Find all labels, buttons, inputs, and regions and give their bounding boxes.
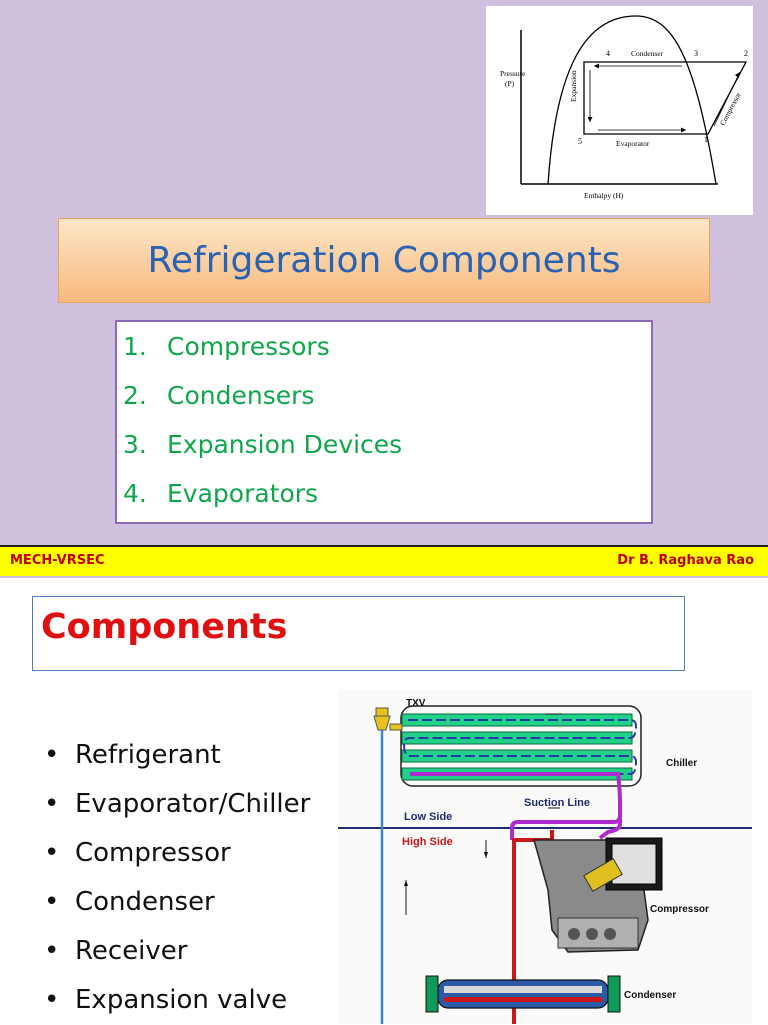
point-1: 1 (704, 135, 708, 144)
footer-institution: MECH-VRSEC (10, 553, 105, 568)
pressure-enthalpy-diagram: Pressure (P) Enthalpy (H) Condenser Evap… (486, 6, 753, 215)
cycle-path (583, 61, 748, 135)
saturation-dome (547, 15, 717, 185)
components-title: Components (41, 607, 288, 647)
condenser-label: Condenser (624, 990, 676, 1001)
list-item: • Condenser (44, 878, 310, 927)
bullet-icon: • (44, 936, 60, 966)
list-item: • Expansion valve (44, 976, 310, 1025)
item-number: 3. (123, 430, 147, 459)
evaporator-label: Evaporator (616, 139, 650, 148)
list-item: • Compressor (44, 829, 310, 878)
bullet-label: Evaporator/Chiller (75, 789, 311, 819)
bullet-label: Expansion valve (75, 985, 288, 1015)
point-2: 2 (744, 49, 748, 58)
footer-author: Dr B. Raghava Rao (617, 553, 754, 568)
item-number: 2. (123, 381, 147, 410)
bullet-icon: • (44, 789, 60, 819)
slide-1: Pressure (P) Enthalpy (H) Condenser Evap… (0, 0, 768, 578)
bullet-icon: • (44, 838, 60, 868)
chiller-label: Chiller (666, 758, 697, 769)
bullet-icon: • (44, 740, 60, 770)
bullet-list: • Refrigerant • Evaporator/Chiller • Compre… (44, 731, 310, 1025)
slide-footer: MECH-VRSEC Dr B. Raghava Rao (0, 545, 768, 576)
txv-valve: TXV (373, 698, 426, 731)
point-4: 4 (606, 49, 610, 58)
bullet-label: Refrigerant (75, 740, 221, 770)
item-label: Compressors (167, 332, 330, 361)
list-item: • Receiver (44, 927, 310, 976)
bullet-label: Condenser (75, 887, 215, 917)
txv-label: TXV (406, 698, 426, 709)
low-side-label: Low Side (404, 811, 452, 823)
compressor-label: Compressor (650, 904, 709, 915)
item-label: Expansion Devices (167, 430, 403, 459)
chiller-coil (400, 705, 642, 787)
expansion-label: Expansion (569, 70, 578, 102)
item-label: Evaporators (167, 479, 319, 508)
bullet-label: Receiver (75, 936, 188, 966)
list-item: 4. Evaporators (123, 475, 651, 524)
high-side-label: High Side (402, 836, 453, 848)
condenser-label: Condenser (631, 49, 664, 58)
suction-line-label: Suction Line (524, 797, 590, 809)
pressure-symbol: (P) (505, 79, 515, 88)
list-item: 1. Compressors (123, 328, 651, 377)
slide-title: Refrigeration Components (147, 240, 621, 281)
bullet-icon: • (44, 887, 60, 917)
refrigeration-system-schematic: TXV Chiller Suction Line Low Side High S… (338, 690, 752, 1024)
components-list: 1. Compressors 2. Condensers 3. Expansion D… (115, 320, 653, 524)
bullet-label: Compressor (75, 838, 231, 868)
components-title-box: Components (32, 596, 685, 671)
list-item: 3. Expansion Devices (123, 426, 651, 475)
point-3: 3 (694, 49, 698, 58)
pressure-label: Pressure (500, 69, 526, 78)
list-item: • Refrigerant (44, 731, 310, 780)
title-banner: Refrigeration Components (58, 218, 710, 303)
condenser-unit: Condenser (425, 975, 676, 1013)
item-number: 4. (123, 479, 147, 508)
item-label: Condensers (167, 381, 315, 410)
compressor-unit: Compressor (533, 837, 709, 953)
point-5: 5 (578, 137, 582, 146)
list-item: • Evaporator/Chiller (44, 780, 310, 829)
bullet-icon: • (44, 985, 60, 1015)
list-item: 2. Condensers (123, 377, 651, 426)
enthalpy-label: Enthalpy (H) (584, 191, 624, 200)
item-number: 1. (123, 332, 147, 361)
